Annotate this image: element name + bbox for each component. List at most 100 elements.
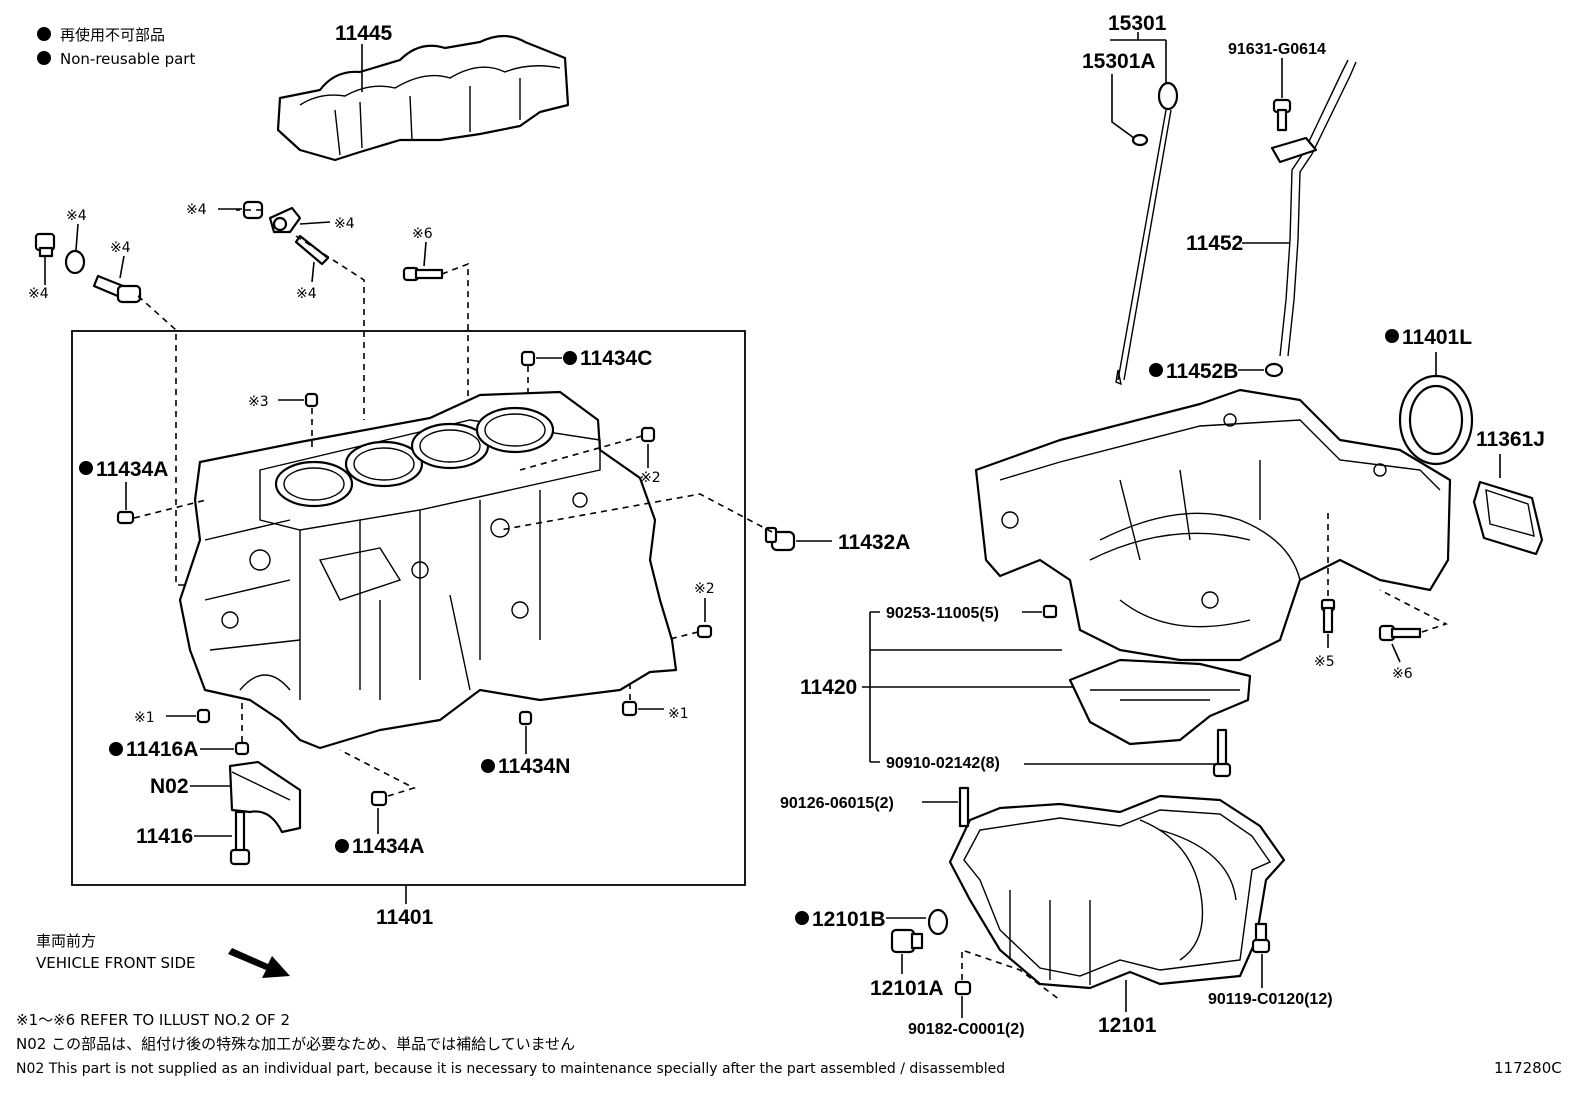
legend-non-reusable-en: Non-reusable part (60, 50, 195, 68)
part-label-11401: 11401 (376, 906, 434, 929)
non-reusable-bullet-icon (1385, 329, 1399, 343)
non-reusable-bullet-icon (79, 461, 93, 475)
mark-4: ※4 (296, 286, 317, 302)
oil-pan-no1-part-11420 (974, 388, 1452, 746)
non-reusable-bullet-icon (481, 759, 495, 773)
dowel-pin-icon (370, 790, 388, 807)
part-label-11434N: 11434N (498, 755, 570, 778)
bolt-icon (1251, 922, 1271, 954)
dowel-pin-icon (518, 710, 533, 726)
stud-bolt-icon (294, 234, 330, 266)
part-label-11361J: 11361J (1476, 428, 1545, 451)
dowel-pin-icon (196, 708, 211, 724)
part-label-15301A: 15301A (1082, 50, 1156, 73)
dowel-pin-icon (696, 624, 713, 639)
plug-icon (764, 526, 796, 552)
insulator-part-11445 (276, 34, 570, 162)
part-label-12101B: 12101B (812, 908, 886, 931)
bolt-icon (1272, 98, 1292, 132)
mark-1: ※1 (134, 710, 155, 726)
dowel-pin-icon (520, 350, 536, 367)
cylinder-block-part-11401 (178, 390, 678, 750)
dowel-pin-icon (621, 700, 638, 717)
part-label-11434A: 11434A (352, 835, 424, 858)
legend-bullet-icon (37, 51, 51, 65)
bolt-icon (1378, 624, 1422, 642)
dowel-pin-icon (234, 741, 250, 756)
footnote-refer: ※1～※6 REFER TO ILLUST NO.2 OF 2 (16, 1011, 290, 1029)
mark-6: ※6 (1392, 666, 1413, 682)
bolt-icon (1042, 604, 1058, 619)
part-label-90182-C0001: 90182-C0001(2) (908, 1021, 1025, 1038)
footnote-n02-jp: N02 この部品は、組付け後の特殊な加工が必要なため、単品では補給していません (16, 1035, 575, 1053)
non-reusable-bullet-icon (795, 911, 809, 925)
bolt-icon (954, 980, 972, 996)
legend-non-reusable-jp: 再使用不可部品 (60, 26, 165, 44)
mark-4: ※4 (110, 240, 131, 256)
stud-bolt-icon (958, 786, 970, 828)
part-label-11452B: 11452B (1166, 360, 1238, 383)
dowel-pin-icon (116, 510, 135, 525)
bolt-icon (1320, 598, 1336, 634)
part-label-11416: 11416 (136, 825, 193, 848)
illustration-id: 117280C (1494, 1059, 1562, 1077)
part-label-11434C: 11434C (580, 347, 652, 370)
vehicle-front-jp: 車両前方 (36, 932, 96, 950)
bolt-icon (1212, 728, 1232, 778)
part-label-12101A: 12101A (870, 977, 944, 1000)
bolt-icon (402, 266, 444, 282)
oil-seal-part-11401L (1398, 374, 1474, 466)
part-label-11401L: 11401L (1402, 326, 1472, 349)
mark-4: ※4 (334, 216, 355, 232)
part-label-11452: 11452 (1186, 232, 1243, 255)
bearing-cap-part-N02 (228, 760, 302, 834)
non-reusable-bullet-icon (109, 742, 123, 756)
part-label-15301: 15301 (1108, 12, 1167, 35)
oil-pan-no2-part-12101 (948, 794, 1286, 990)
non-reusable-bullet-icon (335, 839, 349, 853)
cylinder-block-frame (71, 330, 746, 886)
cover-part-11361J (1472, 480, 1544, 556)
part-label-90119-C0120: 90119-C0120(12) (1208, 991, 1333, 1008)
footnote-n02-en: N02 This part is not supplied as an indi… (16, 1061, 1005, 1077)
non-reusable-bullet-icon (1149, 363, 1163, 377)
bracket-icon (268, 206, 302, 234)
mark-4: ※4 (28, 286, 49, 302)
drain-plug-icon (890, 928, 924, 954)
gasket-icon (927, 908, 949, 936)
part-label-90126-06015: 90126-06015(2) (780, 795, 894, 812)
dowel-pin-icon (640, 426, 656, 443)
part-label-90253-11005: 90253-11005(5) (886, 605, 999, 622)
oil-level-guide-part-11452 (1270, 59, 1357, 357)
mark-6: ※6 (412, 226, 433, 242)
front-arrow-icon (228, 948, 290, 978)
part-label-N02: N02 (150, 775, 189, 798)
mark-1: ※1 (668, 706, 689, 722)
part-label-12101: 12101 (1098, 1014, 1157, 1037)
bolt-icon (34, 232, 56, 258)
part-label-11416A: 11416A (126, 738, 198, 761)
mark-2: ※2 (694, 581, 715, 597)
dipstick-part-15301 (1115, 81, 1179, 386)
washer-icon (64, 249, 86, 275)
legend-bullet-icon (37, 27, 51, 41)
part-label-11445: 11445 (335, 22, 393, 45)
o-ring-icon (1131, 133, 1149, 147)
part-label-90910-02142: 90910-02142(8) (886, 755, 1000, 772)
stud-bolt-icon (92, 274, 142, 304)
dowel-pin-icon (304, 392, 319, 408)
part-label-11420: 11420 (800, 676, 857, 699)
mark-4: ※4 (186, 202, 207, 218)
part-label-91631-G0614: 91631-G0614 (1228, 41, 1326, 58)
non-reusable-bullet-icon (563, 351, 577, 365)
mark-2: ※2 (640, 470, 661, 486)
vehicle-front-en: VEHICLE FRONT SIDE (36, 954, 196, 972)
mark-3: ※3 (248, 394, 269, 410)
mark-5: ※5 (1314, 654, 1335, 670)
part-label-11432A: 11432A (838, 531, 910, 554)
bolt-icon (229, 810, 251, 866)
o-ring-icon (1264, 362, 1284, 378)
mark-4: ※4 (66, 208, 87, 224)
part-label-11434A: 11434A (96, 458, 168, 481)
